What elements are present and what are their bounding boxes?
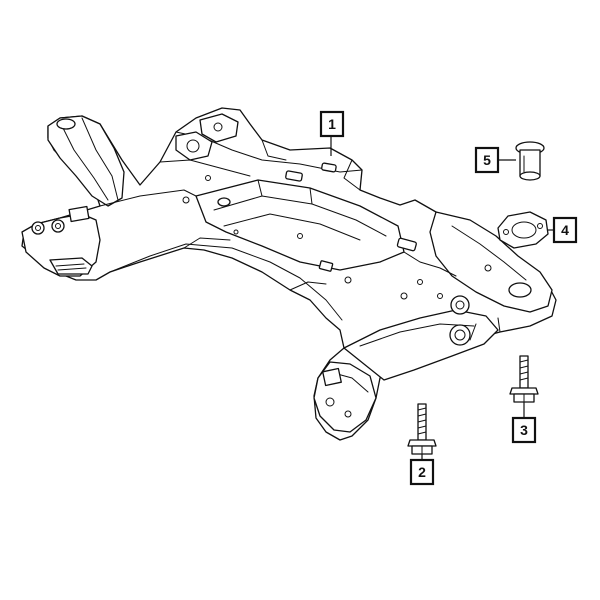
bolt-3 xyxy=(509,355,539,403)
callout-1-label: 1 xyxy=(328,116,336,132)
callout-1: 1 xyxy=(319,110,345,156)
callout-4: 4 xyxy=(548,216,578,244)
tower-top-hole xyxy=(56,118,76,130)
plug-5 xyxy=(515,141,545,181)
callout-4-label: 4 xyxy=(561,222,569,238)
callout-3-label: 3 xyxy=(520,422,528,438)
callout-5-label: 5 xyxy=(483,152,491,168)
bolt-2 xyxy=(407,403,437,455)
callout-3: 3 xyxy=(511,402,537,444)
mount-plate-4 xyxy=(497,211,549,249)
rear-mount-hole xyxy=(508,282,532,298)
callout-5: 5 xyxy=(474,146,516,174)
callout-2-label: 2 xyxy=(418,464,426,480)
crossmember-subframe xyxy=(21,107,557,441)
callout-2: 2 xyxy=(409,454,435,486)
